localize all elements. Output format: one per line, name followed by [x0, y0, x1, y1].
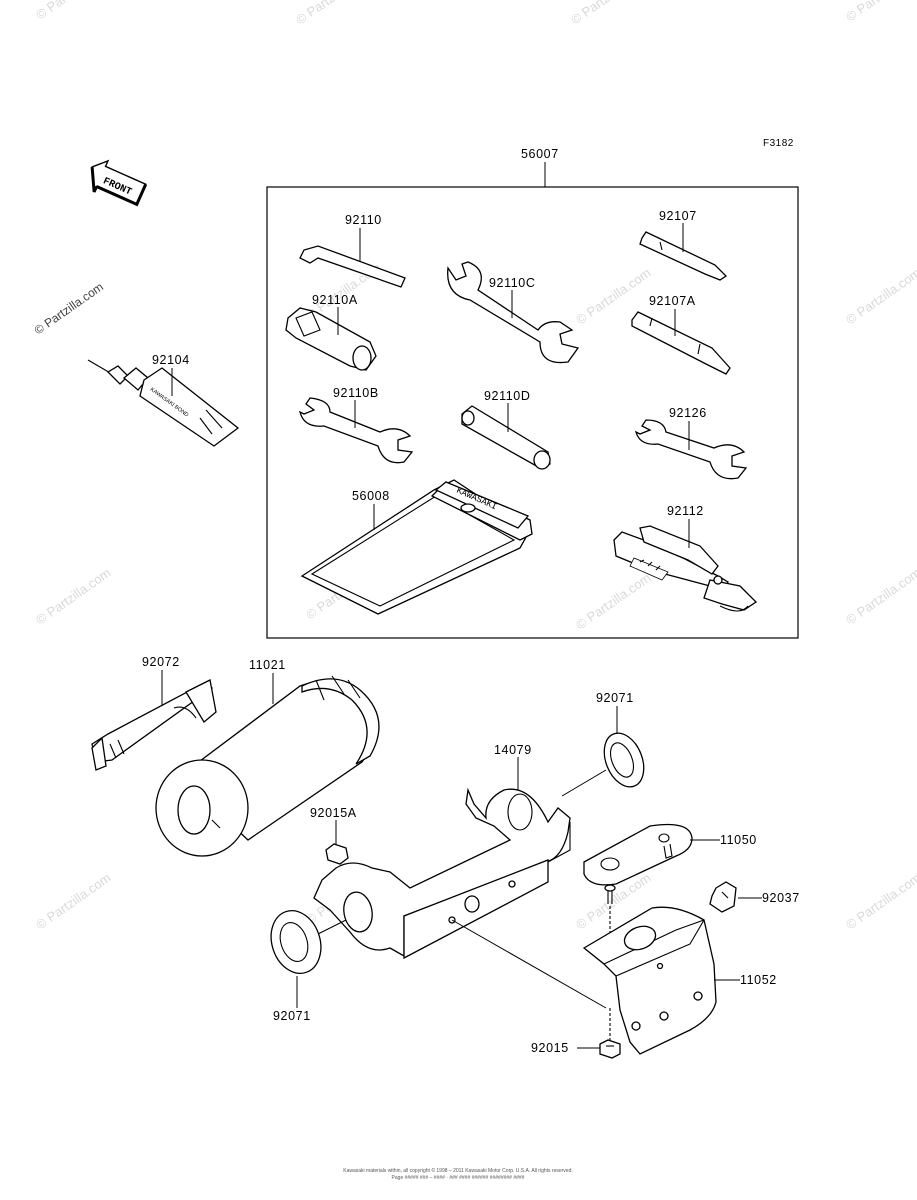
watermark: © Partzilla.com	[33, 870, 113, 933]
part-label-11021: 11021	[249, 658, 286, 672]
part-label-92107A: 92107A	[649, 294, 696, 308]
part-label-92112: 92112	[667, 504, 704, 518]
part-label-92110B: 92110B	[333, 386, 379, 400]
part-label-56007: 56007	[521, 147, 559, 161]
nut-92015A: 92015A	[310, 806, 357, 865]
part-label-92110: 92110	[345, 213, 382, 227]
open-end-wrench-92126: 92126	[634, 406, 748, 480]
part-label-92110A: 92110A	[312, 293, 358, 307]
grommet-top: 92071	[561, 691, 645, 797]
box-socket-wrench: 92110A	[285, 293, 377, 371]
bracket-11052: 11052	[582, 906, 777, 1055]
watermark: © Partzilla.com	[33, 565, 113, 628]
footer-page-info: Page ##### ### – #### · ### #### ###### …	[392, 1175, 525, 1181]
part-label-92015A: 92015A	[310, 806, 357, 820]
screwdriver-bit: 92107	[639, 209, 728, 281]
clip-92037: 92037	[709, 881, 800, 913]
screwdriver-handle: 92107A	[631, 294, 731, 375]
tool-case-cylinder: 11021	[155, 658, 380, 857]
part-label-11052: 11052	[740, 973, 777, 987]
bond-tube: KAWASAKI BOND 92104	[87, 353, 240, 447]
watermark: © Partzilla.com	[843, 565, 917, 628]
socket-handle-bar: 92110D	[461, 389, 551, 470]
figure-reference: F3182	[763, 138, 794, 149]
watermark: © Partzilla.com	[843, 265, 917, 328]
part-label-92110C: 92110C	[489, 276, 535, 290]
watermark: © Partzilla.com	[293, 0, 373, 27]
open-end-wrench-large: 92110C	[447, 261, 580, 364]
part-label-92071-top: 92071	[596, 691, 634, 705]
grommet-bottom: 92071	[270, 910, 347, 1023]
part-label-56008: 56008	[352, 489, 390, 503]
watermark: © Partzilla.com	[573, 570, 653, 633]
part-label-92072: 92072	[142, 655, 180, 669]
part-label-92104: 92104	[152, 353, 190, 367]
hex-key-wrench: 92110	[299, 213, 406, 288]
part-label-14079: 14079	[494, 743, 532, 757]
front-arrow-icon: FRONT	[90, 159, 148, 207]
watermark: © Partzilla.com	[33, 0, 113, 22]
part-label-92110D: 92110D	[484, 389, 530, 403]
part-label-92107: 92107	[659, 209, 697, 223]
part-label-11050: 11050	[720, 833, 757, 847]
watermark: © Partzilla.com	[843, 0, 917, 24]
plate-11050: 11050	[583, 823, 757, 886]
tool-case-bag: KAWASAKI 56008	[300, 479, 533, 615]
open-end-wrench-small: 92110B	[299, 386, 414, 464]
nut-92015: 92015	[531, 1039, 621, 1059]
part-label-92015: 92015	[531, 1041, 569, 1055]
part-label-92037: 92037	[762, 891, 800, 905]
bracket-14079: 14079	[313, 743, 571, 960]
tool-kit-strap: 92072	[91, 655, 217, 771]
pliers: 92112	[613, 504, 758, 612]
part-label-92071-bottom: 92071	[273, 1009, 311, 1023]
footer-copyright: Kawasaki materials within, all copyright…	[343, 1167, 573, 1174]
watermark-left: © Partzilla.com	[32, 280, 106, 338]
watermark: © Partzilla.com	[843, 870, 917, 933]
tool-kit-frame	[266, 186, 799, 639]
part-label-92126: 92126	[669, 406, 707, 420]
watermark: © Partzilla.com	[568, 0, 648, 27]
